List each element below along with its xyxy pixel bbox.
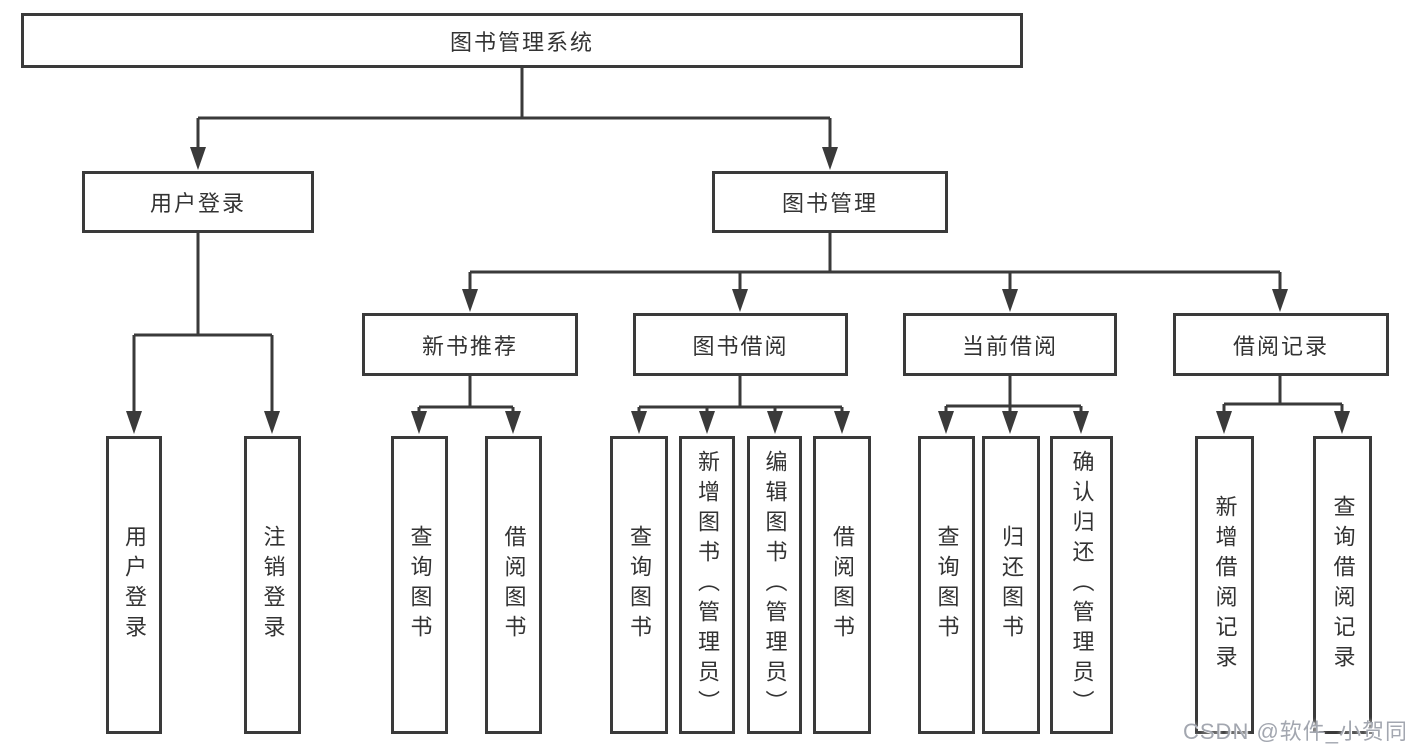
leaf-cb-return-books-label: 归还图书 xyxy=(999,525,1024,645)
node-root: 图书管理系统 xyxy=(21,13,1023,68)
arrowheads-login-leaves xyxy=(126,411,280,434)
node-user-login: 用户登录 xyxy=(82,171,314,233)
leaf-bb-borrow-books-label: 借阅图书 xyxy=(830,525,855,645)
connector-root-to-level2 xyxy=(196,68,832,150)
leaf-br-query-record-label: 查询借阅记录 xyxy=(1330,495,1356,675)
leaf-bb-edit-books-admin: 编辑图书（管理员） xyxy=(747,436,802,734)
node-book-borrow: 图书借阅 xyxy=(633,313,848,376)
node-borrow-records: 借阅记录 xyxy=(1173,313,1389,376)
leaf-cb-query-books-label: 查询图书 xyxy=(934,525,960,645)
node-root-label: 图书管理系统 xyxy=(449,29,594,55)
leaf-bb-add-books-admin: 新增图书（管理员） xyxy=(679,436,735,734)
node-borrow-records-label: 借阅记录 xyxy=(1232,333,1329,359)
connector-newbooks-to-leaves xyxy=(417,376,515,412)
leaf-cb-query-books: 查询图书 xyxy=(918,436,975,734)
leaf-bb-edit-books-admin-label: 编辑图书（管理员） xyxy=(762,450,788,720)
leaf-user-login-label: 用户登录 xyxy=(122,525,147,645)
node-current-borrow-label: 当前借阅 xyxy=(961,333,1058,359)
leaf-bb-query-books: 查询图书 xyxy=(610,436,668,734)
leaf-logout-label: 注销登录 xyxy=(260,525,286,645)
node-book-borrow-label: 图书借阅 xyxy=(692,333,789,359)
arrowheads-currentborrow-leaves xyxy=(938,411,1089,434)
arrowheads-records-leaves xyxy=(1216,411,1350,434)
connector-records-to-leaves xyxy=(1222,376,1344,412)
node-user-login-label: 用户登录 xyxy=(149,191,246,216)
connector-mgmt-to-level3 xyxy=(468,233,1282,290)
arrowheads-level3 xyxy=(462,289,1288,312)
arrowheads-bookborrow-leaves xyxy=(631,411,850,434)
arrowheads-newbooks-leaves xyxy=(411,411,521,434)
connector-bookborrow-to-leaves xyxy=(637,376,844,412)
connector-currentborrow-to-leaves xyxy=(944,376,1083,412)
leaf-bb-add-books-admin-label: 新增图书（管理员） xyxy=(695,450,720,720)
node-book-management: 图书管理 xyxy=(712,171,948,233)
leaf-nb-query-books: 查询图书 xyxy=(391,436,448,734)
leaf-bb-query-books-label: 查询图书 xyxy=(627,525,652,645)
leaf-br-add-record: 新增借阅记录 xyxy=(1195,436,1254,734)
leaf-bb-borrow-books: 借阅图书 xyxy=(813,436,871,734)
node-book-management-label: 图书管理 xyxy=(781,191,878,216)
leaf-nb-borrow-books-label: 借阅图书 xyxy=(501,525,527,645)
leaf-user-login: 用户登录 xyxy=(106,436,162,734)
leaf-nb-query-books-label: 查询图书 xyxy=(407,525,433,645)
arrowheads-level2 xyxy=(190,147,838,170)
node-new-book-recommend-label: 新书推荐 xyxy=(421,333,518,359)
node-current-borrow: 当前借阅 xyxy=(903,313,1117,376)
leaf-nb-borrow-books: 借阅图书 xyxy=(485,436,542,734)
leaf-logout: 注销登录 xyxy=(244,436,301,734)
watermark: CSDN @软件_小贺同学 xyxy=(1183,719,1405,744)
leaf-br-add-record-label: 新增借阅记录 xyxy=(1212,495,1238,675)
node-new-book-recommend: 新书推荐 xyxy=(362,313,578,376)
connector-login-to-leaves xyxy=(132,233,274,412)
leaf-br-query-record: 查询借阅记录 xyxy=(1313,436,1372,734)
leaf-cb-return-books: 归还图书 xyxy=(982,436,1040,734)
leaf-cb-confirm-return-admin: 确认归还（管理员） xyxy=(1050,436,1113,734)
leaf-cb-confirm-return-admin-label: 确认归还（管理员） xyxy=(1069,450,1095,720)
